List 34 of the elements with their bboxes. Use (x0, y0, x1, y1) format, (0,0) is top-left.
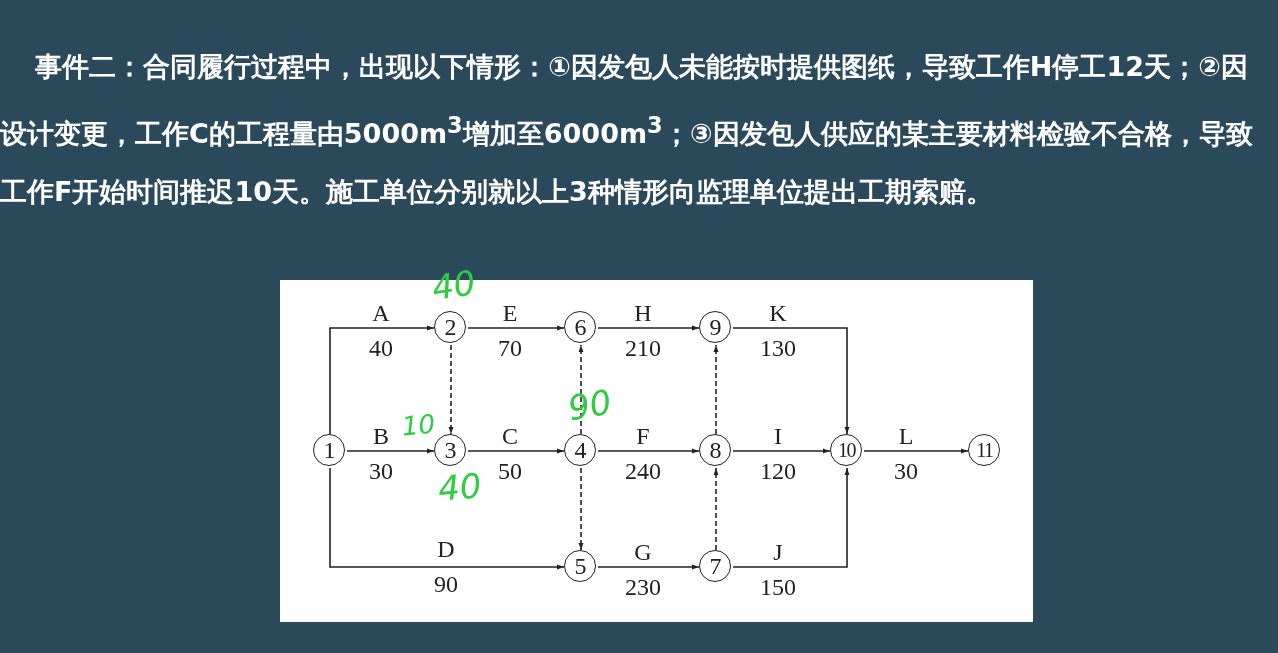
activity-label: J 150 (760, 538, 796, 602)
activity-label: F 240 (625, 422, 661, 486)
handwritten-number: 40 (436, 468, 483, 506)
handwritten-number: 90 (565, 384, 614, 426)
activity-arrow (467, 448, 565, 454)
activity-label: E 70 (498, 299, 522, 363)
activity-arrow (329, 467, 565, 570)
activity-label: K 130 (760, 299, 796, 363)
activity-label: A 40 (369, 299, 393, 363)
handwritten-number: 10 (400, 410, 437, 440)
activity-arrow (467, 325, 565, 331)
activity-arrow (597, 448, 700, 454)
activity-arrow (863, 448, 969, 454)
activity-label: B 30 (369, 422, 393, 486)
dummy-arrow (578, 467, 584, 551)
activity-arrow (732, 467, 850, 568)
activity-label: L 30 (894, 422, 918, 486)
activity-arrow (329, 325, 435, 435)
activity-label: D 90 (434, 535, 458, 599)
dummy-arrow (713, 344, 719, 435)
event-description: 事件二：合同履行过程中，出现以下情形：①因发包人未能按时提供图纸，导致工作H停工12天；②因设计变更，工作C的工程量由5000m$^{3}$增加至6000m$^{3}$；③因发包人供应的某主要材料检验不合格，导致工作F开始时间推迟10天。施工单位分别就以上3种情形向监理单位提出工期索赔。 (0, 50, 1254, 209)
activity-arrow (346, 448, 435, 454)
activity-label: C 50 (498, 422, 522, 486)
dummy-arrow (448, 344, 454, 435)
activity-arrow (732, 448, 831, 454)
activity-label: G 230 (625, 538, 661, 602)
activity-arrow (732, 327, 850, 435)
activity-label: I 120 (760, 422, 796, 486)
handwritten-number: 40 (429, 265, 478, 305)
activity-label: H 210 (625, 299, 661, 363)
dummy-arrow (578, 344, 584, 435)
activity-arrow (597, 564, 700, 570)
activity-arrow (597, 325, 700, 331)
dummy-arrow (713, 467, 719, 551)
